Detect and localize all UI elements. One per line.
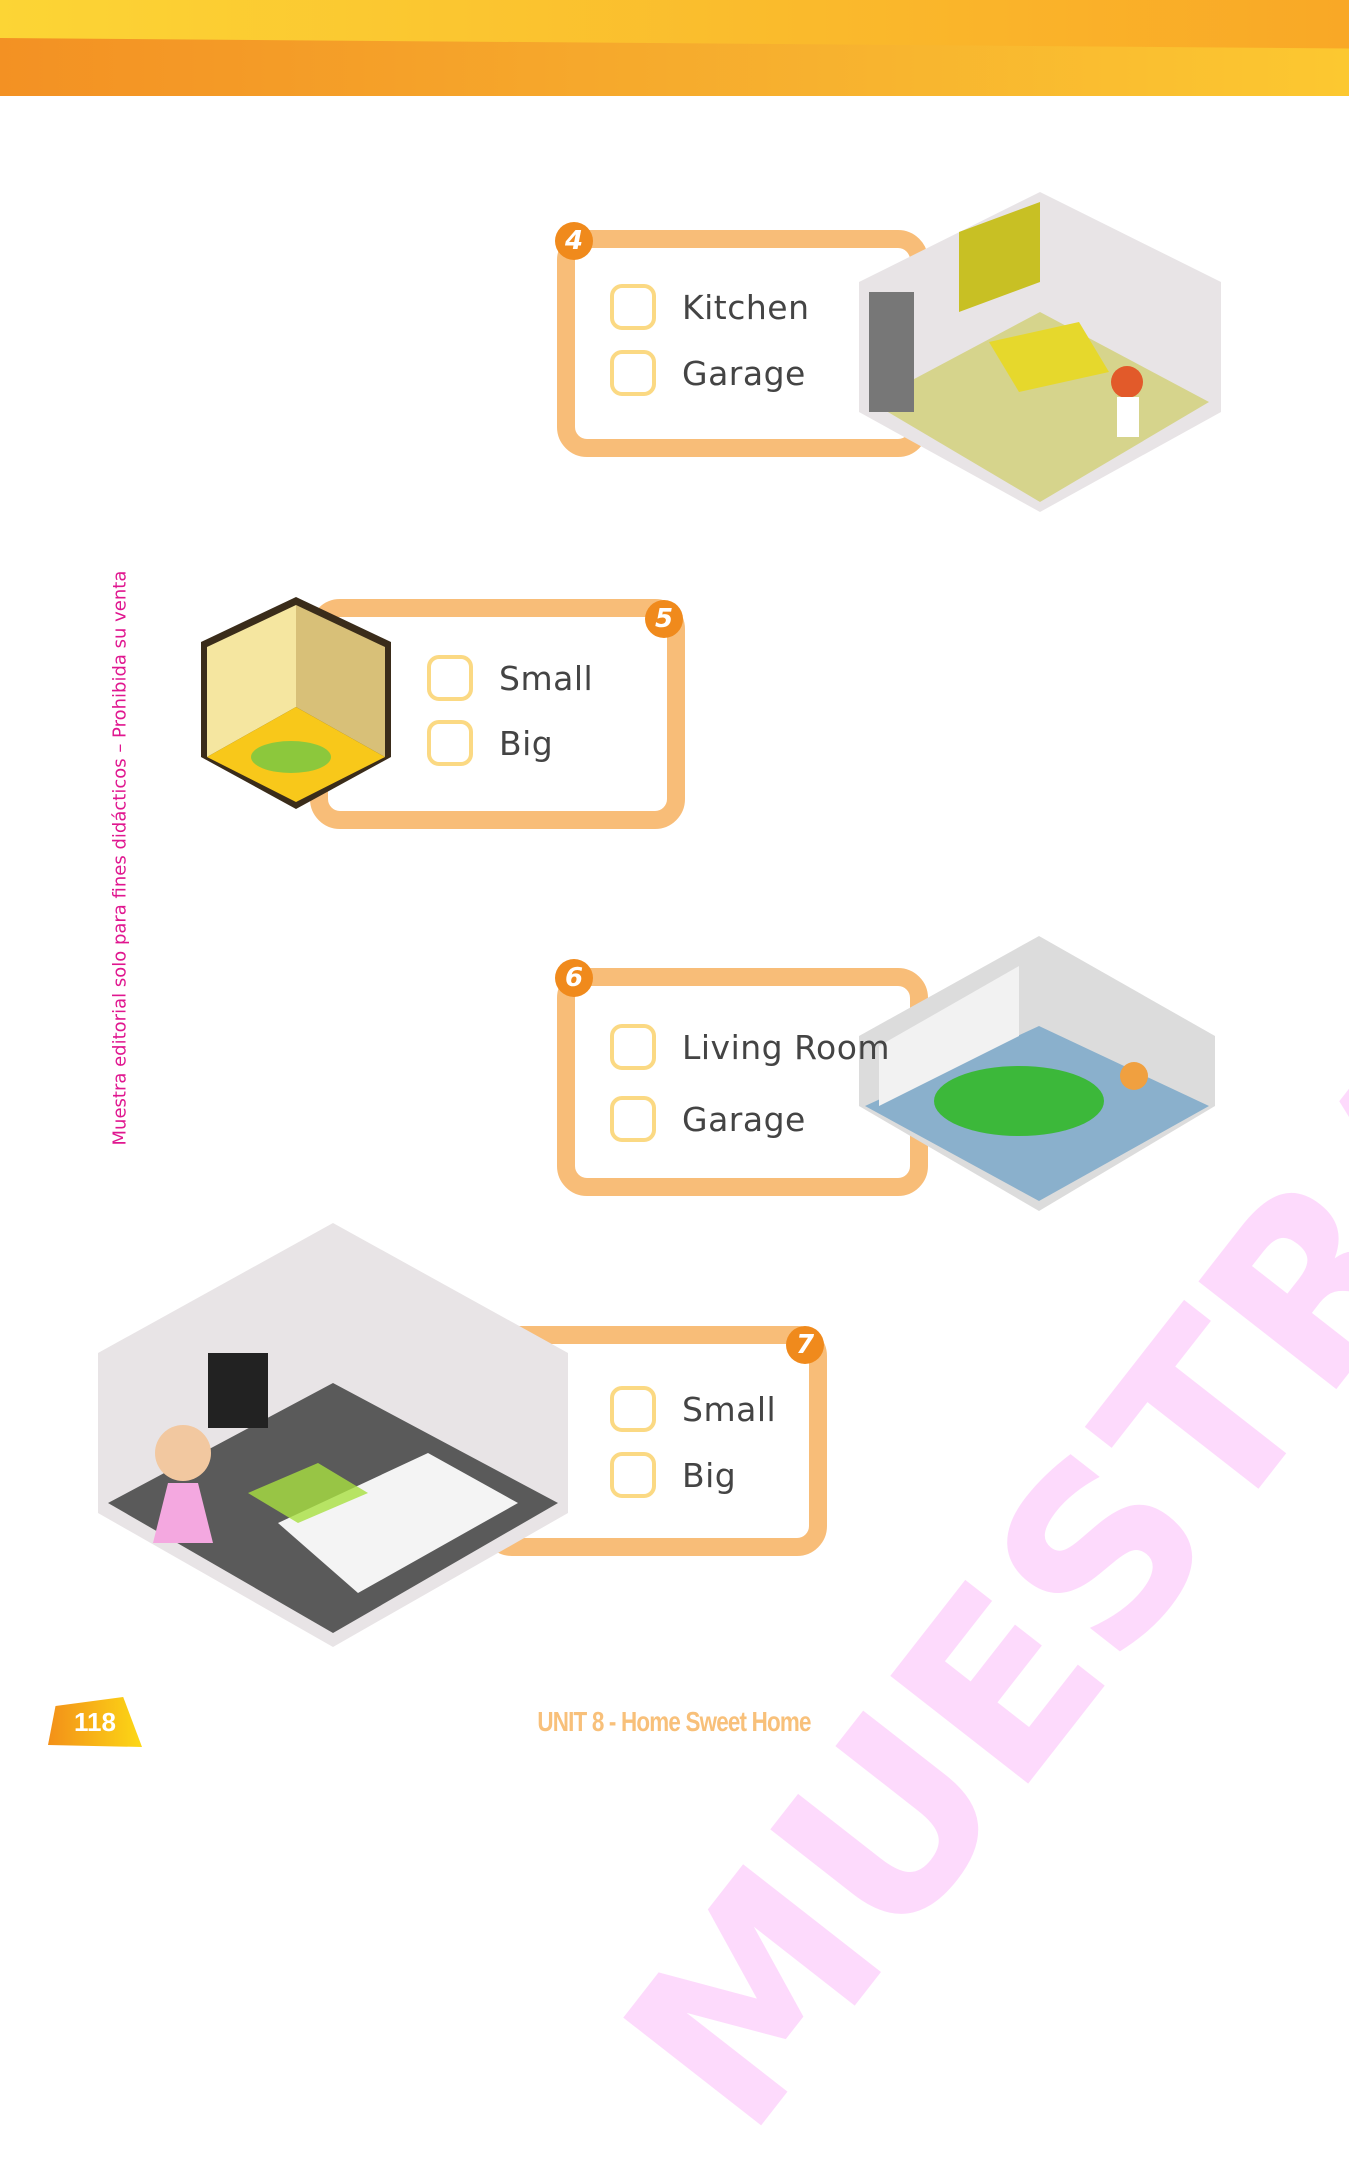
exercise-number-badge: 4 (555, 222, 593, 260)
exercise-number-badge: 7 (786, 1326, 824, 1364)
option-big[interactable]: Big (610, 1452, 736, 1498)
garage-image (859, 936, 1215, 1211)
checkbox[interactable] (610, 1452, 656, 1498)
checkbox[interactable] (610, 350, 656, 396)
kitchen-image (859, 192, 1221, 512)
checkbox[interactable] (610, 284, 656, 330)
exercise-number-badge: 6 (555, 959, 593, 997)
living-room-image (98, 1223, 568, 1647)
option-small[interactable]: Small (610, 1386, 776, 1432)
checkbox[interactable] (427, 720, 473, 766)
option-small[interactable]: Small (427, 655, 593, 701)
exercise-number-badge: 5 (645, 600, 683, 638)
page-number: 118 (48, 1697, 142, 1747)
option-garage[interactable]: Garage (610, 1096, 806, 1142)
checkbox[interactable] (610, 1024, 656, 1070)
side-note: Muestra editorial solo para fines didáct… (109, 570, 131, 1146)
option-garage[interactable]: Garage (610, 350, 806, 396)
exercise-6-card (557, 968, 928, 1196)
option-big[interactable]: Big (427, 720, 553, 766)
checkbox[interactable] (610, 1386, 656, 1432)
checkbox[interactable] (610, 1096, 656, 1142)
unit-title: UNIT 8 - Home Sweet Home (537, 1706, 811, 1737)
header-stripe (0, 38, 1349, 96)
option-living-room[interactable]: Living Room (610, 1024, 890, 1070)
kids-room-image (201, 597, 391, 809)
checkbox[interactable] (427, 655, 473, 701)
option-kitchen[interactable]: Kitchen (610, 284, 810, 330)
